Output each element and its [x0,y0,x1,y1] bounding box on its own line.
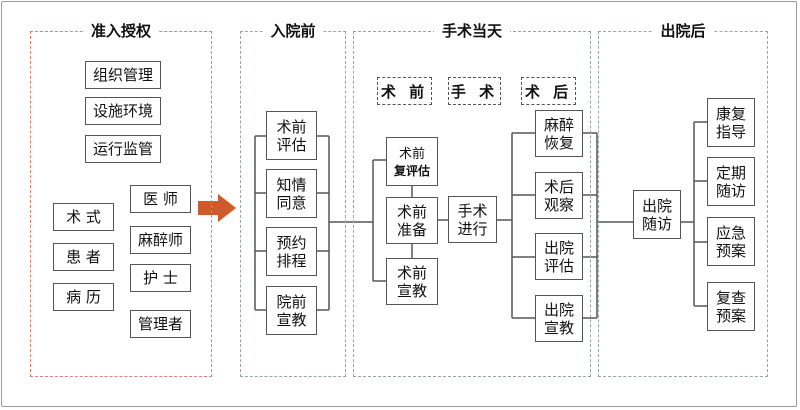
panel-pre-admission: 入院前 [240,20,346,377]
box-preop-reassessment: 术前复评估 [386,137,438,186]
box-discharge-assessment: 出院评估 [535,233,583,280]
section-title-auth: 准入授权 [82,20,160,42]
box-pre-admission-education: 院前宣教 [266,286,317,335]
panel-post-discharge: 出院后 [598,20,768,377]
box-preop-preparation: 术前准备 [386,197,438,244]
transition-arrow [198,194,236,222]
box-rehab-guidance: 康复指导 [707,98,755,147]
tag-surgery: 手 术 [448,77,501,105]
box-patient: 患 者 [53,243,114,271]
box-regular-followup: 定期随访 [707,157,755,206]
box-informed-consent: 知情同意 [266,169,317,218]
box-preop-education: 术前宣教 [386,258,438,305]
box-medical-record: 病 历 [53,283,114,311]
box-org-management: 组织管理 [85,61,161,89]
panel-surgery-day: 手术当天 [353,20,591,377]
box-manager: 管理者 [130,310,191,338]
box-physician: 医 师 [130,185,191,213]
box-discharge-followup: 出院随访 [633,190,681,239]
tag-preop: 术 前 [377,77,432,105]
box-nurse: 护 士 [130,264,191,292]
box-emergency-plan: 应急预案 [707,217,755,266]
box-scheduling: 预约排程 [266,227,317,276]
box-surgery-in-progress: 手术进行 [448,196,497,243]
box-preop-assessment: 术前评估 [266,111,317,160]
box-surgery-type: 术 式 [53,203,114,231]
section-title-pre: 入院前 [262,20,324,42]
box-recheck-plan: 复查预案 [707,282,755,331]
section-title-surgery-day: 手术当天 [433,20,511,42]
box-postop-observation: 术后观察 [535,172,583,219]
box-anesthesiologist: 麻醉师 [130,226,191,254]
panel-authorization: 准入授权 [30,20,212,377]
section-title-post: 出院后 [652,20,714,42]
box-facility-environment: 设施环境 [85,97,161,125]
box-anesthesia-recovery: 麻醉恢复 [535,110,583,157]
box-operation-supervision: 运行监管 [85,135,161,163]
box-discharge-education: 出院宣教 [535,295,583,342]
tag-postop: 术 后 [521,77,576,105]
